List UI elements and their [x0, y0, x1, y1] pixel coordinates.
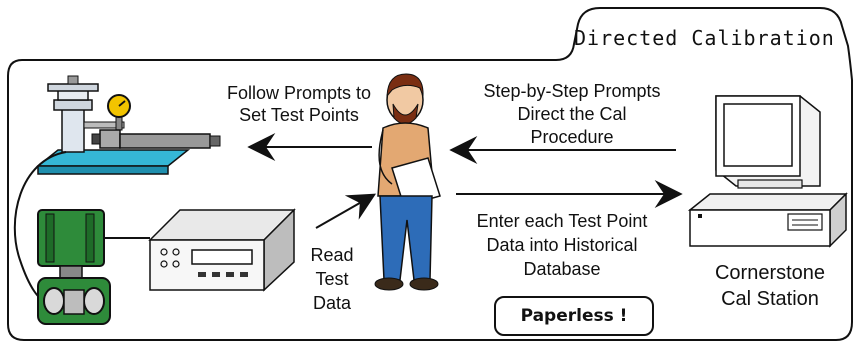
computer-icon — [687, 95, 848, 248]
read-data-line-2: Test — [315, 269, 349, 289]
diagram-frame — [7, 7, 853, 341]
station-line-1: Cornerstone — [714, 262, 826, 284]
read-data-line-3: Data — [312, 293, 352, 313]
multimeter-icon — [148, 208, 296, 292]
technician-icon — [374, 73, 441, 291]
pressure-tester-icon — [35, 75, 221, 175]
enter-data-line-1: Enter each Test Point — [476, 211, 648, 231]
enter-data-line-2: Data into Historical — [486, 235, 638, 255]
read-data-line-1: Read — [310, 245, 354, 265]
diagram-title: Directed Calibration — [574, 26, 835, 50]
follow-prompts-line-2: Set Test Points — [239, 105, 359, 125]
enter-data-line-3: Database — [523, 259, 601, 279]
station-line-2: Cal Station — [721, 288, 819, 310]
step-prompts-line-2: Direct the Cal — [517, 104, 627, 124]
arrow-read-data — [315, 193, 377, 229]
follow-prompts-line-1: Follow Prompts to — [226, 83, 372, 103]
step-prompts-line-1: Step-by-Step Prompts — [483, 81, 661, 101]
pressure-hose — [13, 151, 67, 301]
paperless-badge: Paperless ! — [494, 296, 654, 336]
transmitter-icon — [37, 209, 150, 325]
step-prompts-line-3: Procedure — [530, 127, 614, 147]
